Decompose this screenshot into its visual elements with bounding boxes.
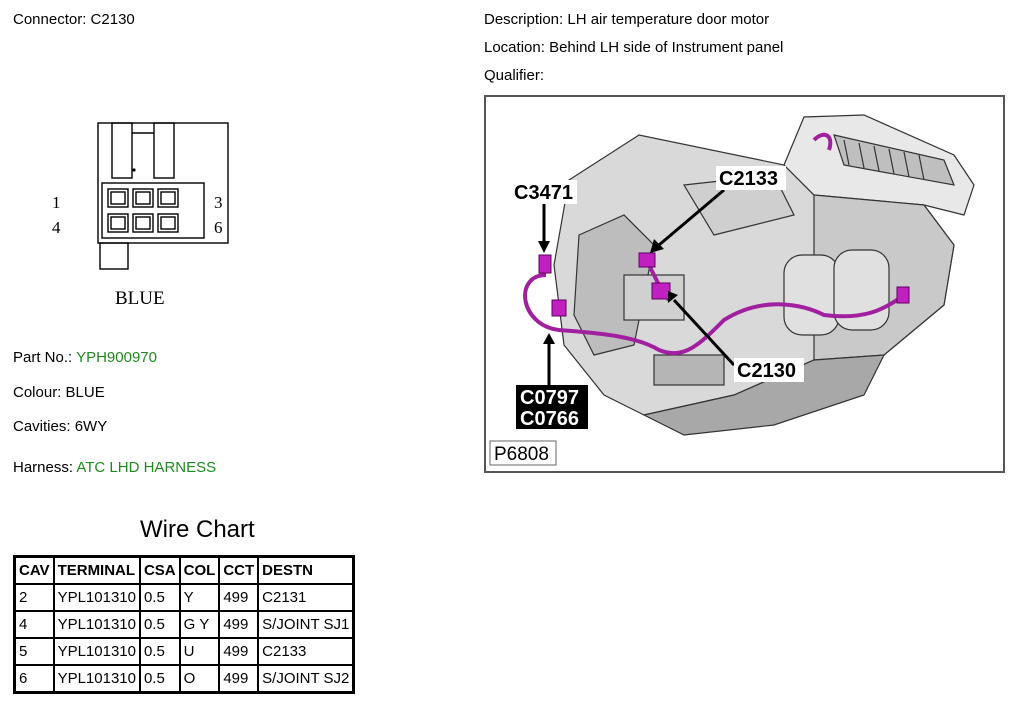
header-col: COL <box>178 555 221 585</box>
harness-link[interactable]: ATC LHD HARNESS <box>76 459 217 476</box>
cell-terminal: YPL101310 <box>52 637 141 666</box>
callout-c0797: C0797 <box>520 387 579 409</box>
connector-latch-left <box>111 122 133 179</box>
cell-cav: 4 <box>13 610 55 639</box>
part-number-label: Part No.: <box>13 349 73 366</box>
cell-cct: 499 <box>218 583 260 612</box>
callout-bg-c2130 <box>734 358 804 382</box>
header-cct: CCT <box>218 555 260 585</box>
pin-label-4: 4 <box>52 218 61 237</box>
cell-col: Y <box>178 583 221 612</box>
pin-label-3: 3 <box>214 193 223 212</box>
cavities-line: Cavities: 6WY <box>13 418 107 435</box>
colour-line: Colour: BLUE <box>13 384 105 401</box>
callout-arrows <box>542 188 736 385</box>
cell-cav: 5 <box>13 637 55 666</box>
cell-csa: 0.5 <box>138 610 181 639</box>
connector-tab <box>99 242 129 270</box>
header-terminal: TERMINAL <box>52 555 141 585</box>
cell-terminal: YPL101310 <box>52 664 141 694</box>
cell-csa: 0.5 <box>138 664 181 694</box>
callout-bg-c0797-c0766 <box>516 385 588 429</box>
connector-id: C2130 <box>90 11 135 28</box>
description-line: Description: LH air temperature door mot… <box>484 11 769 28</box>
pin-label-6: 6 <box>214 218 223 237</box>
cell-col: U <box>178 637 221 666</box>
callout-c3471: C3471 <box>514 182 573 204</box>
part-number-link[interactable]: YPH900970 <box>76 349 157 366</box>
location-line: Location: Behind LH side of Instrument p… <box>484 39 783 56</box>
cavities-label: Cavities: <box>13 418 71 435</box>
harness-connectors <box>538 252 910 317</box>
callout-bg-c2133 <box>716 166 786 190</box>
callout-c0766: C0766 <box>520 408 579 430</box>
header-csa: CSA <box>138 555 181 585</box>
cell-terminal: YPL101310 <box>52 610 141 639</box>
description-value: LH air temperature door motor <box>567 11 770 28</box>
cavity-block <box>101 182 205 239</box>
header-cav: CAV <box>13 555 55 585</box>
callout-arrowheads <box>538 239 678 344</box>
cell-cct: 499 <box>218 610 260 639</box>
cell-cav: 6 <box>13 664 55 694</box>
cell-csa: 0.5 <box>138 637 181 666</box>
cavities-value: 6WY <box>74 418 108 435</box>
connector-latch-right <box>153 122 175 179</box>
harness-label: Harness: <box>13 459 74 476</box>
wire-chart-header-row: CAV TERMINAL CSA COL CCT DESTN <box>13 555 355 585</box>
pin-label-1: 1 <box>52 193 61 212</box>
location-value: Behind LH side of Instrument panel <box>549 39 784 56</box>
colour-label: Colour: <box>13 384 62 401</box>
part-number-line: Part No.: YPH900970 <box>13 349 157 366</box>
cell-cct: 499 <box>218 637 260 666</box>
connector-heading: Connector: C2130 <box>13 11 135 28</box>
callout-c2130: C2130 <box>737 360 796 382</box>
qualifier-line: Qualifier: <box>484 67 544 84</box>
colour-value: BLUE <box>65 384 105 401</box>
description-label: Description: <box>484 11 564 28</box>
qualifier-label: Qualifier: <box>484 67 545 84</box>
cell-cct: 499 <box>218 664 260 694</box>
wire-chart-title: Wire Chart <box>140 516 255 543</box>
location-diagram: C3471 C2133 C2130 C0797 C0766 P6808 <box>484 95 1005 473</box>
table-row: 5 YPL101310 0.5 U 499 C2133 <box>13 637 355 666</box>
harness-line: Harness: ATC LHD HARNESS <box>13 459 216 476</box>
callout-bg-c3471 <box>511 180 577 204</box>
table-row: 6 YPL101310 0.5 O 499 S/JOINT SJ2 <box>13 664 355 694</box>
figure-id-box <box>489 440 557 466</box>
wire-chart-table: CAV TERMINAL CSA COL CCT DESTN 2 YPL1013… <box>13 555 356 694</box>
location-label: Location: <box>484 39 545 56</box>
cell-col: G Y <box>178 610 221 639</box>
figure-id: P6808 <box>494 444 549 465</box>
callout-c2133: C2133 <box>719 168 778 190</box>
header-destn: DESTN <box>257 555 355 585</box>
connector-colour-caption: BLUE <box>115 288 165 309</box>
cell-destn: S/JOINT SJ2 <box>257 664 355 694</box>
cell-terminal: YPL101310 <box>52 583 141 612</box>
cell-col: O <box>178 664 221 694</box>
cell-csa: 0.5 <box>138 583 181 612</box>
table-row: 2 YPL101310 0.5 Y 499 C2131 <box>13 583 355 612</box>
connector-label: Connector: <box>13 11 87 28</box>
cell-destn: C2133 <box>257 637 355 666</box>
cell-destn: S/JOINT SJ1 <box>257 610 355 639</box>
cell-cav: 2 <box>13 583 55 612</box>
cell-destn: C2131 <box>257 583 355 612</box>
connector-face-drawing <box>97 122 229 270</box>
table-row: 4 YPL101310 0.5 G Y 499 S/JOINT SJ1 <box>13 610 355 639</box>
